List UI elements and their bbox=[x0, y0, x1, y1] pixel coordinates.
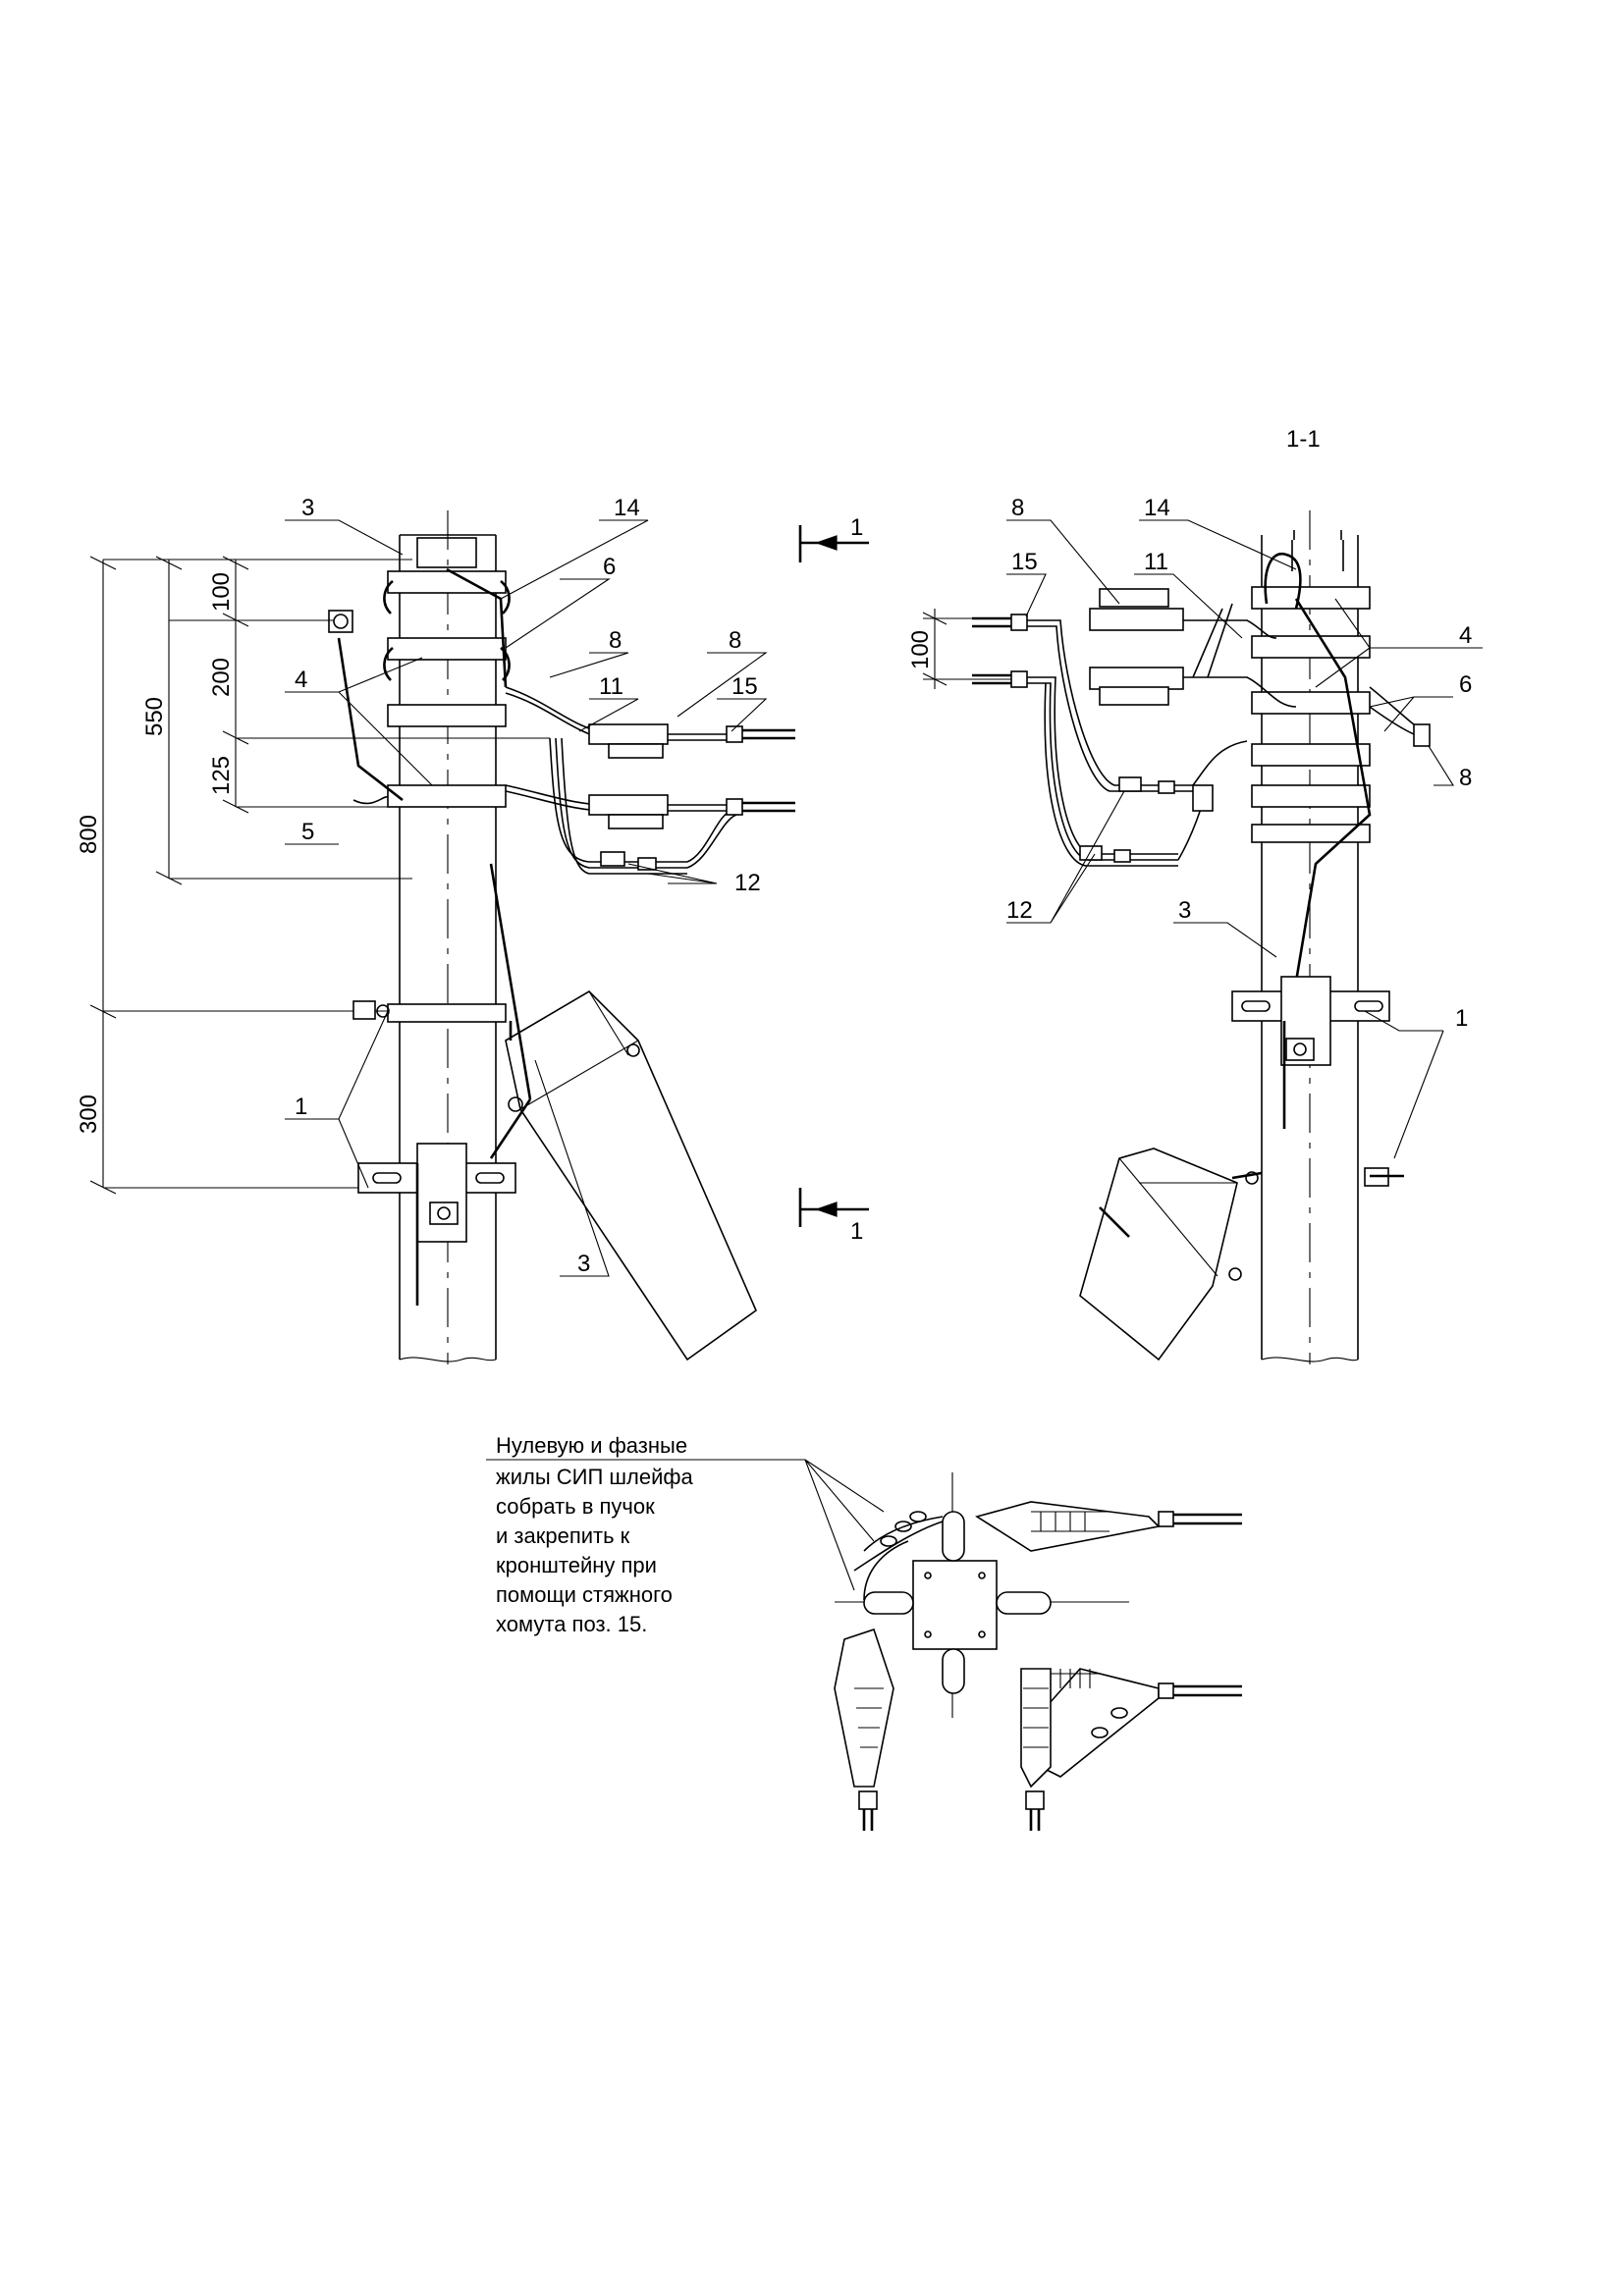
note-line-6: помощи стяжного bbox=[496, 1582, 673, 1607]
left-dimensions bbox=[89, 556, 550, 1195]
right-label-8-top: 8 bbox=[1011, 495, 1024, 521]
note-line-5: кронштейну при bbox=[496, 1553, 657, 1577]
left-label-3-bottom: 3 bbox=[577, 1251, 590, 1277]
right-label-8: 8 bbox=[1459, 765, 1472, 791]
note-line-1: Нулевую и фазные bbox=[496, 1433, 687, 1458]
left-label-4: 4 bbox=[295, 667, 307, 693]
right-label-1: 1 bbox=[1455, 1005, 1468, 1032]
left-sip-conductor-lower bbox=[742, 801, 795, 813]
dim-125: 125 bbox=[208, 756, 235, 795]
left-leaders bbox=[285, 519, 768, 1277]
left-label-8: 8 bbox=[729, 627, 741, 654]
right-label-15: 15 bbox=[1011, 549, 1038, 575]
right-cables bbox=[1026, 603, 1427, 867]
left-clamp-4 bbox=[387, 784, 507, 808]
right-leaders bbox=[1006, 519, 1483, 1159]
right-box bbox=[1079, 1148, 1238, 1362]
dim-200: 200 bbox=[208, 658, 235, 697]
right-view: 100 8 14 15 11 bbox=[907, 495, 1483, 1364]
left-sip-conductor-upper bbox=[742, 728, 795, 740]
note-line-7: хомута поз. 15. bbox=[496, 1612, 647, 1636]
left-clamp-3 bbox=[387, 704, 507, 727]
left-label-1: 1 bbox=[295, 1094, 307, 1120]
left-clamp-2 bbox=[387, 637, 507, 661]
right-label-6: 6 bbox=[1459, 671, 1472, 698]
left-clamp-5 bbox=[387, 1003, 507, 1023]
left-pole-break bbox=[399, 1357, 497, 1362]
right-label-11: 11 bbox=[1144, 549, 1168, 575]
section-title: 1-1 bbox=[1286, 426, 1321, 453]
left-label-8-small: 8 bbox=[609, 627, 622, 654]
left-anchor-clamp-lower bbox=[588, 794, 669, 816]
left-label-15: 15 bbox=[731, 673, 758, 700]
left-anchor-clamp-upper bbox=[588, 723, 669, 745]
left-label-5: 5 bbox=[301, 819, 314, 845]
left-label-6: 6 bbox=[603, 554, 616, 580]
right-label-3: 3 bbox=[1178, 897, 1191, 924]
left-box bbox=[505, 989, 757, 1362]
dim-550: 550 bbox=[141, 697, 168, 736]
note-line-4: и закрепить к bbox=[496, 1523, 630, 1548]
section-mark-top: 1 bbox=[850, 514, 863, 541]
left-view: 800 550 300 100 200 125 bbox=[76, 495, 795, 1364]
dim-800: 800 bbox=[76, 815, 102, 854]
left-label-14: 14 bbox=[614, 495, 640, 521]
right-label-12: 12 bbox=[1006, 897, 1033, 924]
left-label-12: 12 bbox=[734, 870, 761, 896]
section-mark-bottom: 1 bbox=[850, 1218, 863, 1245]
right-label-14: 14 bbox=[1144, 495, 1170, 521]
detail-view: Нулевую и фазные жилы СИП шлейфа собрать… bbox=[486, 1433, 1242, 1831]
dim-100-right: 100 bbox=[907, 630, 934, 669]
left-clamp-1 bbox=[387, 570, 507, 594]
left-label-3-top: 3 bbox=[301, 495, 314, 521]
note-line-3: собрать в пучок bbox=[496, 1494, 655, 1519]
dim-300: 300 bbox=[76, 1095, 102, 1134]
detail-central-block bbox=[912, 1560, 998, 1650]
right-label-4: 4 bbox=[1459, 622, 1472, 649]
section-marks: 1 1 bbox=[798, 514, 869, 1245]
left-label-11: 11 bbox=[599, 673, 623, 700]
detail-sip-upper bbox=[1173, 1513, 1242, 1525]
dim-100: 100 bbox=[208, 572, 235, 612]
note-line-2: жилы СИП шлейфа bbox=[496, 1465, 694, 1489]
detail-sip-lower bbox=[1173, 1684, 1242, 1697]
right-anchor-clamp-upper bbox=[1089, 608, 1184, 631]
right-anchor-clamp-lower bbox=[1089, 667, 1184, 690]
